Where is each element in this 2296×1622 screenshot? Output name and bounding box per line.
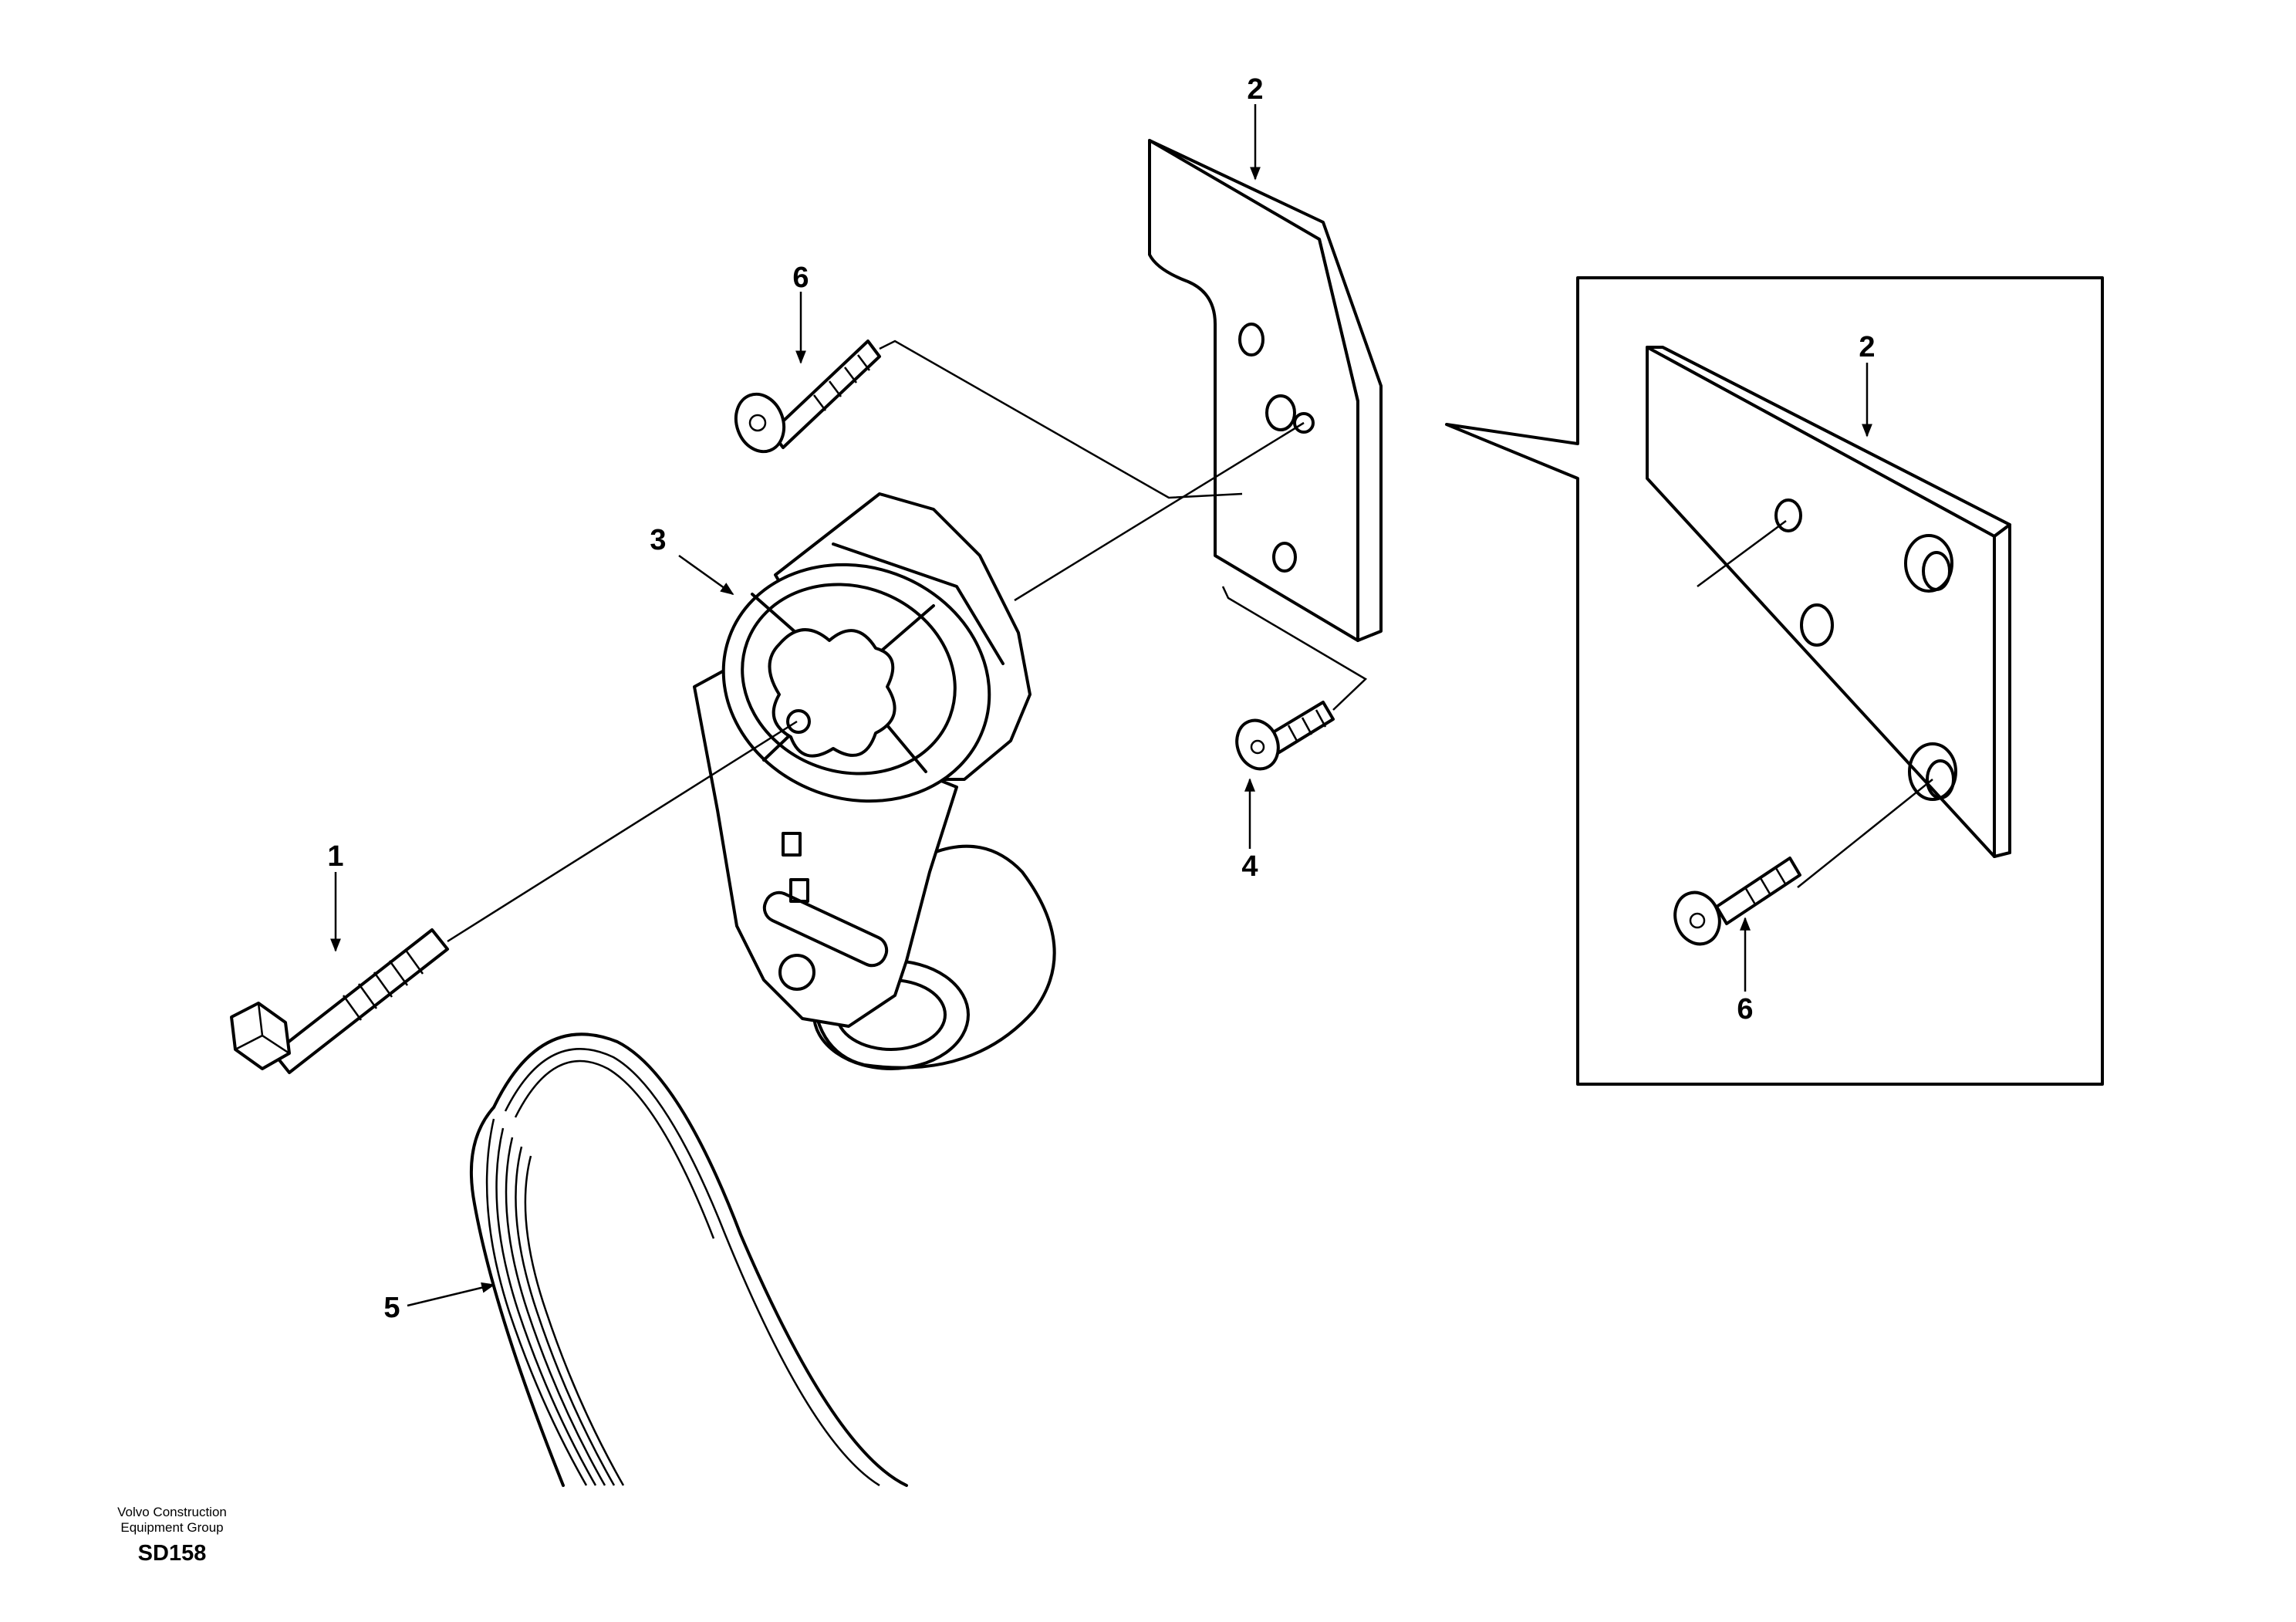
belt-tensioner [693, 492, 1056, 1070]
callout-2: 2 [1247, 73, 1263, 106]
callout-3: 3 [650, 524, 666, 556]
company-name-line1: Volvo Construction [117, 1505, 227, 1519]
hex-bolt [230, 928, 449, 1074]
callout-5: 5 [383, 1292, 400, 1324]
detail-callout-6: 6 [1737, 993, 1753, 1026]
countersunk-screw-lower [1235, 701, 1335, 771]
countersunk-screw-upper [734, 340, 881, 454]
callout-6: 6 [792, 262, 809, 294]
leader-arrows [330, 104, 1872, 1307]
callout-1: 1 [327, 840, 343, 873]
poly-v-belt [469, 1032, 908, 1487]
drawing-code: SD158 [138, 1541, 207, 1566]
company-name-line2: Equipment Group [120, 1520, 223, 1535]
assembly-lines [447, 340, 1368, 943]
detail-inset [1445, 276, 2104, 1086]
callout-4: 4 [1241, 850, 1258, 883]
detail-callout-2: 2 [1859, 331, 1875, 363]
bracket-plate [1148, 139, 1383, 642]
